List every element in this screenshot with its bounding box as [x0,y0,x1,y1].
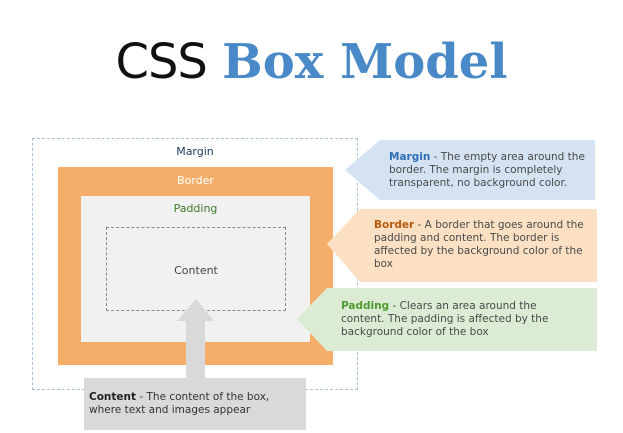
border-label: Border [177,174,214,187]
padding-callout-term: Padding [341,300,390,312]
margin-callout-shape [345,140,595,200]
content-callout-term: Content [89,391,137,403]
content-callout-shape [84,378,306,430]
margin-callout-text: - The empty area around the border. The … [389,151,585,189]
padding-label: Padding [173,202,218,215]
content-callout-text: - The content of the box, where text and… [89,391,270,416]
border-callout-term: Border [374,219,415,231]
padding-callout: Padding - Clears an area around the cont… [341,300,581,339]
margin-callout-term: Margin [389,151,431,163]
content-arrow-shape [177,299,214,378]
title-css: CSS [115,34,207,90]
border-callout-shape [327,209,597,282]
border-callout-text: - A border that goes around the padding … [374,219,584,270]
padding-callout-shape [297,288,597,351]
content-callout: Content - The content of the box, where … [89,391,299,417]
margin-callout: Margin - The empty area around the borde… [389,151,594,190]
padding-callout-text: - Clears an area around the content. The… [341,300,549,338]
content-label: Content [174,264,218,277]
margin-label: Margin [176,145,214,158]
title-box-model: Box Model [222,34,508,90]
page-title: CSS Box Model [0,30,623,94]
border-callout: Border - A border that goes around the p… [374,219,594,271]
